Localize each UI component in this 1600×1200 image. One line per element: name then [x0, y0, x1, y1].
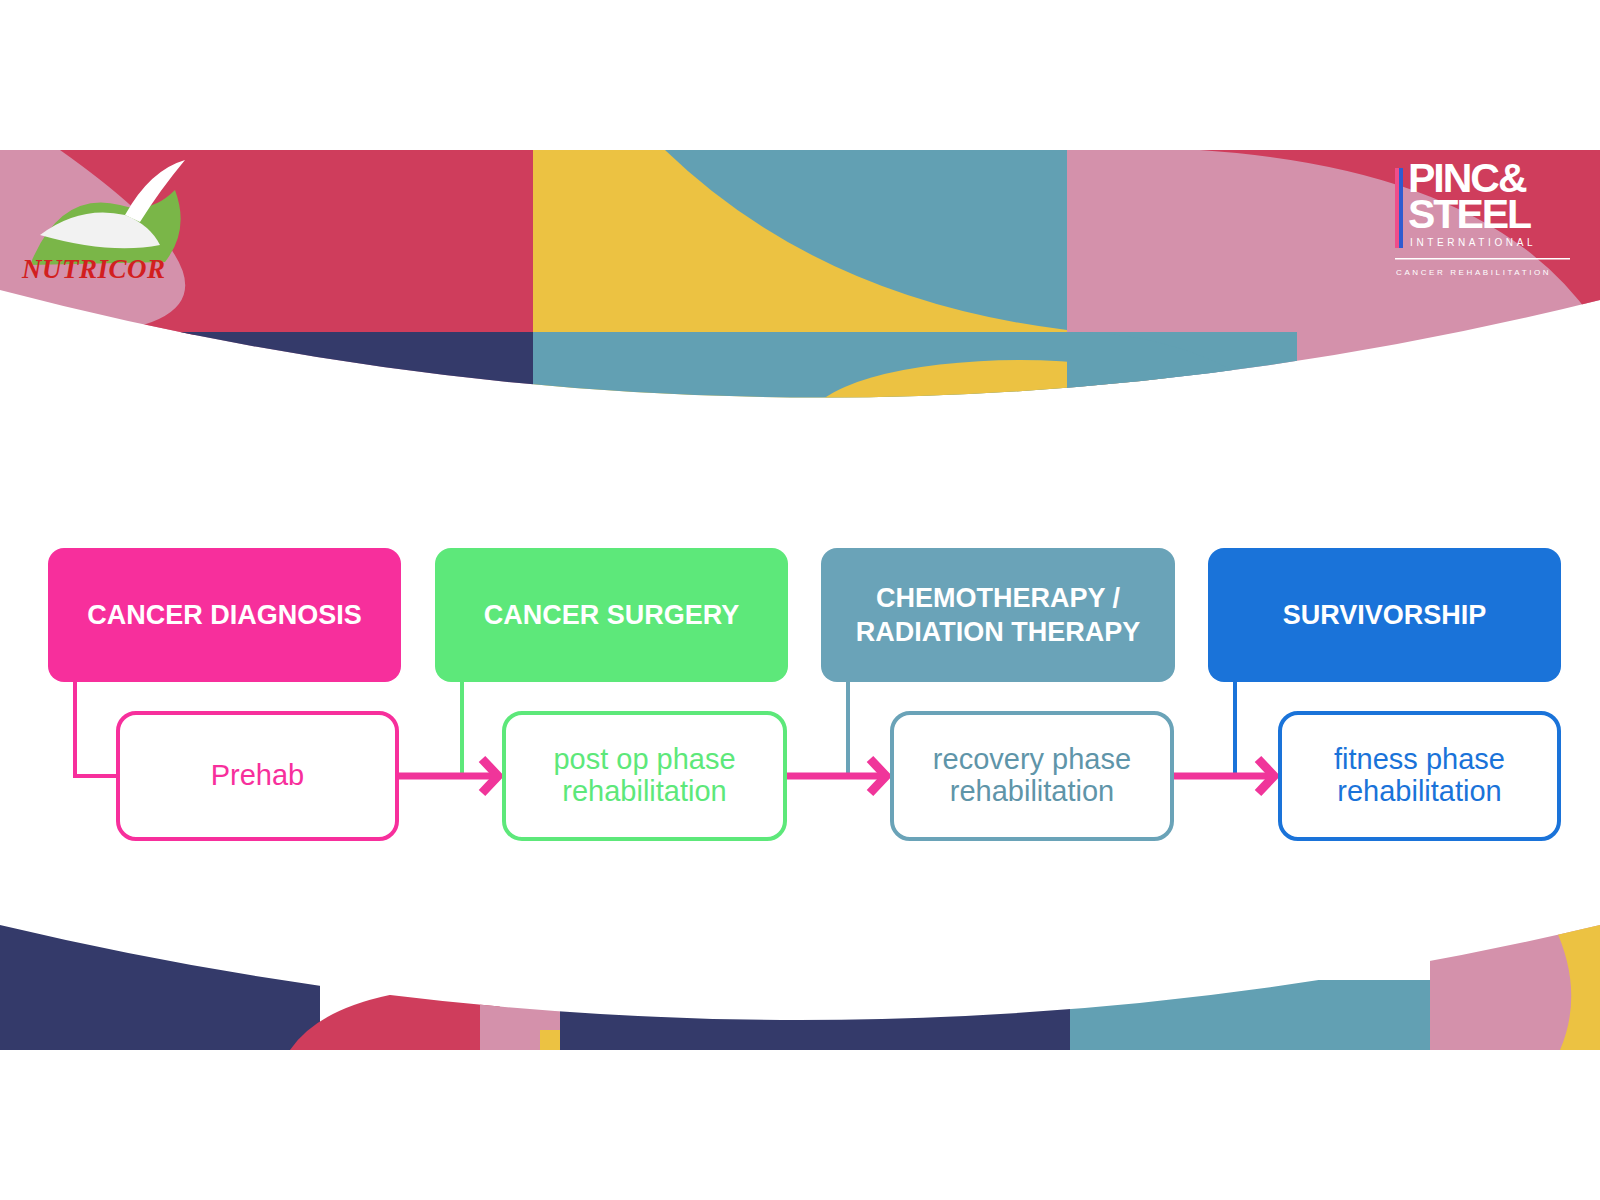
logo-subtitle: INTERNATIONAL [1410, 238, 1536, 248]
flow-arrow [1174, 759, 1274, 793]
stage-title: CHEMOTHERAPY / RADIATION THERAPY [835, 581, 1161, 650]
logo-tagline: CANCER REHABILITATION [1396, 269, 1551, 277]
arrow-head [870, 759, 886, 793]
arrow-line [399, 773, 494, 780]
arrow-head [1258, 759, 1274, 793]
phase-text: recovery phase rehabilitation [908, 744, 1156, 808]
phase-text: Prehab [211, 760, 305, 792]
stage-title: CANCER SURGERY [484, 598, 740, 632]
logo-word: PINC& [1408, 158, 1526, 199]
phase-box: recovery phase rehabilitation [890, 711, 1174, 841]
phase-box: fitness phase rehabilitation [1278, 711, 1561, 841]
stage-header: CHEMOTHERAPY / RADIATION THERAPY [821, 548, 1175, 682]
bottom-band [0, 900, 1600, 1050]
stage-title: CANCER DIAGNOSIS [87, 598, 362, 632]
phase-box: post op phase rehabilitation [502, 711, 787, 841]
brand-name: NUTRICOR [22, 254, 166, 285]
flow-arrow [787, 759, 886, 793]
stage-title: SURVIVORSHIP [1283, 598, 1487, 632]
stage-header: CANCER SURGERY [435, 548, 788, 682]
arrow-line [787, 773, 882, 780]
stage-header: SURVIVORSHIP [1208, 548, 1561, 682]
logo-word: STEEL [1408, 194, 1530, 235]
arrow-head [482, 759, 498, 793]
top-band [0, 150, 1600, 480]
stage-link [75, 682, 116, 776]
arrow-line [1174, 773, 1270, 780]
nutricor-logo-art [30, 160, 185, 265]
link-line [75, 682, 116, 776]
flow-arrow [399, 759, 498, 793]
phase-box: Prehab [116, 711, 399, 841]
phase-text: fitness phase rehabilitation [1296, 744, 1543, 808]
phase-text: post op phase rehabilitation [520, 744, 769, 808]
stage-header: CANCER DIAGNOSIS [48, 548, 401, 682]
